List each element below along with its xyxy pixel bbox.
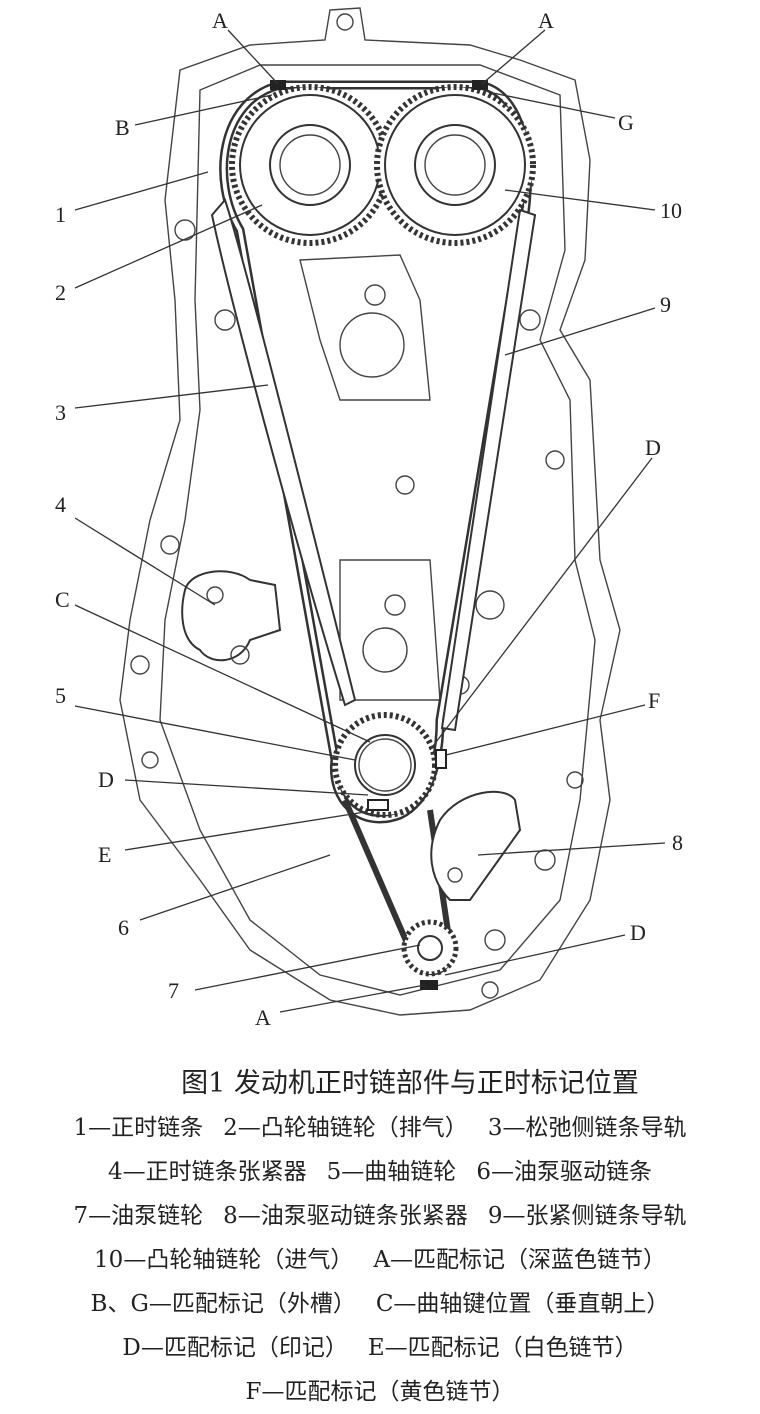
caption-title: 图1 发动机正时链部件与正时标记位置 <box>181 1068 639 1099</box>
match-mark-a-top-left <box>270 80 286 90</box>
legend-item: E—匹配标记（白色链节） <box>367 1335 638 1361</box>
tensioner-bolt <box>206 586 224 604</box>
crank-housing-detail <box>339 559 441 701</box>
legend-item: 6—油泵驱动链条 <box>476 1159 652 1185</box>
exhaust-camshaft-sprocket <box>229 84 391 246</box>
tensioner-pivot <box>447 867 463 883</box>
match-mark-a-bottom <box>420 980 438 990</box>
label-a-top-left: A <box>212 8 228 33</box>
label-f: F <box>648 688 660 713</box>
legend-item: 9—张紧侧链条导轨 <box>487 1203 687 1229</box>
legend-item: 7—油泵链轮 <box>73 1203 204 1229</box>
legend-item: 1—正时链条 <box>73 1115 204 1141</box>
label-e: E <box>98 842 111 867</box>
label-5: 5 <box>55 683 66 708</box>
legend-row: 10—凸轮轴链轮（进气） A—匹配标记（深蓝色链节） <box>0 1238 760 1282</box>
label-a-bottom: A <box>255 1005 271 1030</box>
tension-side-chain-guide <box>440 208 537 732</box>
match-mark-e <box>367 799 389 811</box>
label-g: G <box>618 110 634 135</box>
timing-chain-diagram: A A B G 1 10 2 9 3 D 4 C 5 F D 8 E 6 D 7… <box>55 7 683 1030</box>
label-3: 3 <box>55 400 66 425</box>
legend-item: 10—凸轮轴链轮（进气） <box>94 1247 354 1273</box>
match-mark-a-top-right <box>472 80 488 90</box>
legend-row: B、G—匹配标记（外槽） C—曲轴键位置（垂直朝上） <box>0 1282 760 1326</box>
legend-row: 1—正时链条 2—凸轮轴链轮（排气） 3—松弛侧链条导轨 <box>0 1106 760 1150</box>
block-bracket <box>299 254 431 401</box>
leader-lines <box>74 29 666 1013</box>
engine-housing-outline <box>119 7 621 1016</box>
legend-item: D—匹配标记（印记） <box>122 1335 348 1361</box>
label-1: 1 <box>55 202 66 227</box>
label-c: C <box>55 587 70 612</box>
figure-caption: 图1 发动机正时链部件与正时标记位置 1—正时链条 2—凸轮轴链轮（排气） 3—松弛… <box>0 1062 760 1414</box>
label-8: 8 <box>672 830 683 855</box>
legend-row: F—匹配标记（黄色链节） <box>0 1370 760 1414</box>
legend-item: 8—油泵驱动链条张紧器 <box>223 1203 468 1229</box>
legend-row: D—匹配标记（印记） E—匹配标记（白色链节） <box>0 1326 760 1370</box>
legend-item: B、G—匹配标记（外槽） <box>90 1291 356 1317</box>
legend-row: 7—油泵链轮 8—油泵驱动链条张紧器 9—张紧侧链条导轨 <box>0 1194 760 1238</box>
crank-boss <box>362 627 408 673</box>
label-a-top-right: A <box>538 8 554 33</box>
legend-item: 2—凸轮轴链轮（排气） <box>223 1115 468 1141</box>
bracket-bore <box>339 312 405 378</box>
intake-camshaft-sprocket <box>374 84 536 246</box>
label-b: B <box>115 115 130 140</box>
label-d-right: D <box>645 435 661 460</box>
slack-side-chain-guide <box>210 198 357 707</box>
label-9: 9 <box>660 292 671 317</box>
legend-item: A—匹配标记（深蓝色链节） <box>373 1247 666 1273</box>
timing-chain-tensioner <box>181 570 282 662</box>
legend-item: F—匹配标记（黄色链节） <box>245 1379 515 1405</box>
label-d-left: D <box>98 767 114 792</box>
label-7: 7 <box>168 978 179 1003</box>
tensioner-bolt <box>230 645 250 665</box>
engine-housing-inner <box>159 64 596 996</box>
oil-pump-chain-tensioner <box>430 790 522 901</box>
label-6: 6 <box>118 915 129 940</box>
legend-item: 3—松弛侧链条导轨 <box>487 1115 687 1141</box>
label-4: 4 <box>55 492 66 517</box>
label-d-bottom: D <box>630 920 646 945</box>
legend-item: 4—正时链条张紧器 <box>108 1159 307 1185</box>
legend-row: 4—正时链条张紧器 5—曲轴链轮 6—油泵驱动链条 <box>0 1150 760 1194</box>
legend-item: 5—曲轴链轮 <box>326 1159 457 1185</box>
oil-pump-sprocket <box>401 919 459 977</box>
label-2: 2 <box>55 280 66 305</box>
match-mark-f <box>435 749 447 769</box>
label-10: 10 <box>660 198 682 223</box>
legend-item: C—曲轴键位置（垂直朝上） <box>375 1291 670 1317</box>
